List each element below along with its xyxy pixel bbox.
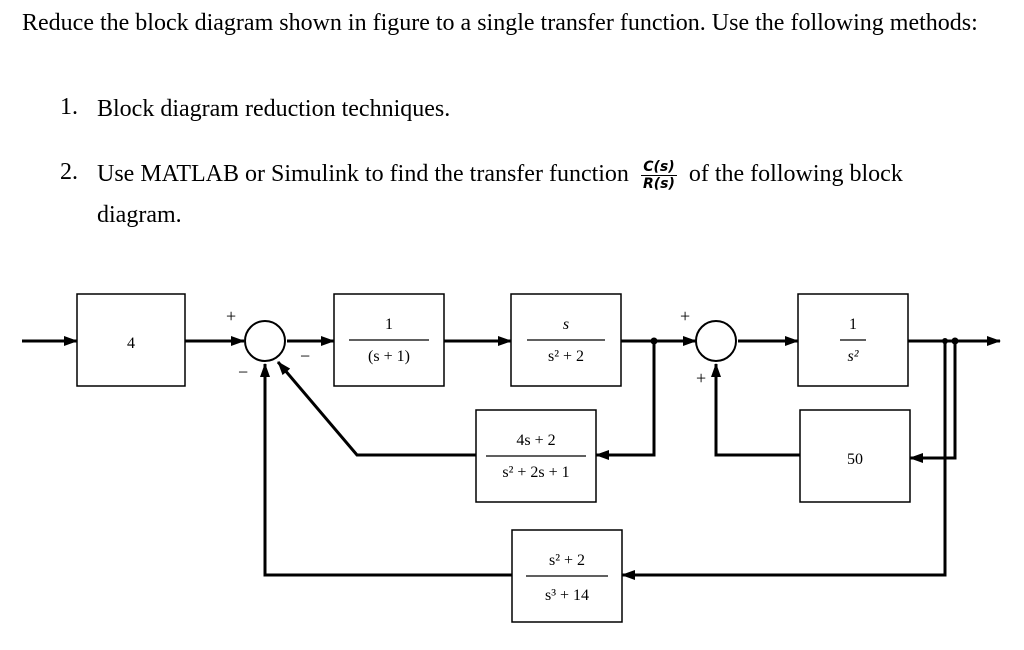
h3-feedback-out — [260, 363, 512, 577]
h2-label: 50 — [847, 451, 863, 468]
h1-numerator: 4s + 2 — [516, 432, 555, 449]
sign-sum1-right: − — [300, 346, 310, 366]
g3-denominator: s² — [847, 348, 859, 365]
h3-numerator: s² + 2 — [549, 552, 585, 569]
item-2-line1: Use MATLAB or Simulink to find the trans… — [97, 159, 903, 192]
junction-dot — [650, 337, 658, 345]
sign-sum2-top: + — [680, 306, 690, 326]
gain-block — [76, 293, 186, 387]
g2-numerator: s — [563, 316, 569, 333]
g1-denominator: (s + 1) — [368, 348, 410, 365]
junction-dot — [942, 338, 948, 344]
summing-junction-1 — [244, 320, 286, 362]
h1-feedback-out — [276, 361, 476, 457]
h2-block — [799, 409, 911, 503]
h3-feedback-in — [621, 341, 947, 580]
item-2-text-before: Use MATLAB or Simulink to find the trans… — [97, 161, 629, 188]
transfer-function-fraction: C(s) R(s) — [640, 159, 677, 192]
g3-numerator: 1 — [849, 316, 857, 333]
fraction-numerator: C(s) — [640, 159, 677, 176]
sign-sum2-bottom: + — [696, 368, 706, 388]
item-1-number: 1. — [60, 94, 78, 120]
h1-feedback-in — [595, 341, 656, 460]
question-intro: Reduce the block diagram shown in figure… — [22, 10, 978, 36]
item-2-number: 2. — [60, 159, 78, 185]
sign-sum1-bottom: − — [238, 362, 248, 382]
sign-sum1-top: + — [226, 306, 236, 326]
junction-dot — [951, 337, 959, 345]
g1-numerator: 1 — [385, 316, 393, 333]
sum2-bottom-path — [711, 363, 800, 457]
h3-denominator: s³ + 14 — [545, 587, 589, 604]
g2-denominator: s² + 2 — [548, 348, 584, 365]
fraction-denominator: R(s) — [642, 176, 675, 192]
item-2-text-after: of the following block — [688, 161, 903, 188]
h2-feedback-in — [909, 341, 957, 463]
gain-label: 4 — [127, 335, 135, 352]
h1-denominator: s² + 2s + 1 — [502, 464, 569, 481]
item-2-line2: diagram. — [97, 202, 182, 228]
item-1-text: Block diagram reduction techniques. — [97, 96, 451, 122]
summing-junction-2 — [695, 320, 737, 362]
